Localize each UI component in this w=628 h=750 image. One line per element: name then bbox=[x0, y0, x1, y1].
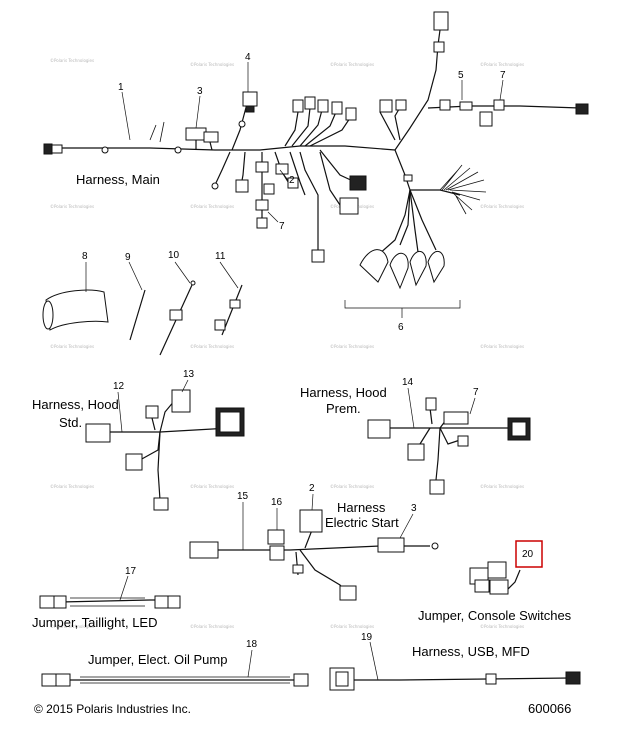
jumper-oil-pump-drawing bbox=[41, 649, 309, 687]
harness-hood-prem-label-line1: Harness, Hood bbox=[300, 385, 387, 400]
watermark: ©Polaris Technologies bbox=[50, 624, 94, 629]
harness-hood-prem-drawing bbox=[367, 387, 531, 495]
diagram-number: 600066 bbox=[528, 701, 571, 716]
part-callout-11: 11 bbox=[215, 251, 226, 262]
part-callout-15: 15 bbox=[237, 491, 249, 502]
part-callout-14: 14 bbox=[402, 377, 414, 388]
watermark: ©Polaris Technologies bbox=[330, 344, 374, 349]
loose-parts-drawing bbox=[42, 261, 243, 356]
part-callout-17: 17 bbox=[125, 566, 137, 577]
watermark: ©Polaris Technologies bbox=[50, 344, 94, 349]
part-callout-8: 8 bbox=[82, 251, 88, 262]
part-callout-2: 2 bbox=[309, 483, 315, 494]
jumper-oil-pump-label: Jumper, Elect. Oil Pump bbox=[88, 652, 227, 667]
part-callout-20[interactable]: 20 bbox=[522, 549, 534, 560]
watermark: ©Polaris Technologies bbox=[480, 484, 524, 489]
part-callout-19: 19 bbox=[361, 632, 373, 643]
part-callout-2: 2 bbox=[289, 175, 295, 186]
watermark: ©Polaris Technologies bbox=[330, 624, 374, 629]
harness-usb-mfd-label: Harness, USB, MFD bbox=[412, 644, 530, 659]
watermark: ©Polaris Technologies bbox=[480, 204, 524, 209]
harness-hood-std-label-line2: Std. bbox=[59, 415, 82, 430]
part-callout-1: 1 bbox=[118, 82, 124, 93]
copyright-text: © 2015 Polaris Industries Inc. bbox=[34, 702, 191, 716]
part-callout-18: 18 bbox=[246, 639, 258, 650]
part-callout-13: 13 bbox=[183, 369, 195, 380]
harness-electric-start-label-line1: Harness bbox=[337, 500, 386, 515]
part-callout-16: 16 bbox=[271, 497, 283, 508]
part-callout-7: 7 bbox=[500, 70, 506, 81]
watermark: ©Polaris Technologies bbox=[480, 624, 524, 629]
watermark: ©Polaris Technologies bbox=[190, 204, 234, 209]
watermark: ©Polaris Technologies bbox=[50, 58, 94, 63]
harness-hood-std-drawing bbox=[85, 379, 245, 511]
part-callout-10: 10 bbox=[168, 250, 180, 261]
harness-hood-prem-label-line2: Prem. bbox=[326, 401, 361, 416]
part-20-highlight-box bbox=[515, 540, 543, 568]
part-callout-7: 7 bbox=[279, 221, 285, 232]
part-callout-7: 7 bbox=[473, 387, 479, 398]
jumper-taillight-drawing bbox=[39, 575, 181, 609]
harness-electric-start-drawing bbox=[189, 493, 439, 601]
jumper-console-switches-drawing bbox=[469, 540, 543, 595]
part-callout-3: 3 bbox=[197, 86, 203, 97]
jumper-console-switches-label: Jumper, Console Switches bbox=[418, 608, 572, 623]
part-callout-6: 6 bbox=[398, 322, 404, 333]
watermark: ©Polaris Technologies bbox=[480, 344, 524, 349]
part-callout-4: 4 bbox=[245, 52, 251, 63]
watermark: ©Polaris Technologies bbox=[190, 624, 234, 629]
watermark: ©Polaris Technologies bbox=[190, 484, 234, 489]
watermark: ©Polaris Technologies bbox=[50, 204, 94, 209]
harness-main-label: Harness, Main bbox=[76, 172, 160, 187]
watermark: ©Polaris Technologies bbox=[330, 484, 374, 489]
harness-hood-std-label-line1: Harness, Hood bbox=[32, 397, 119, 412]
harness-usb-mfd-drawing bbox=[329, 641, 581, 691]
watermark: ©Polaris Technologies bbox=[50, 484, 94, 489]
watermark: ©Polaris Technologies bbox=[190, 344, 234, 349]
part-callout-9: 9 bbox=[125, 252, 131, 263]
part-callout-12: 12 bbox=[113, 381, 125, 392]
watermark: ©Polaris Technologies bbox=[480, 62, 524, 67]
watermark: ©Polaris Technologies bbox=[330, 62, 374, 67]
harness-main-drawing bbox=[43, 11, 589, 318]
part-callout-5: 5 bbox=[458, 70, 464, 81]
watermark: ©Polaris Technologies bbox=[190, 62, 234, 67]
harness-electric-start-label-line2: Electric Start bbox=[325, 515, 399, 530]
part-callout-3: 3 bbox=[411, 503, 417, 514]
jumper-taillight-label: Jumper, Taillight, LED bbox=[32, 615, 158, 630]
